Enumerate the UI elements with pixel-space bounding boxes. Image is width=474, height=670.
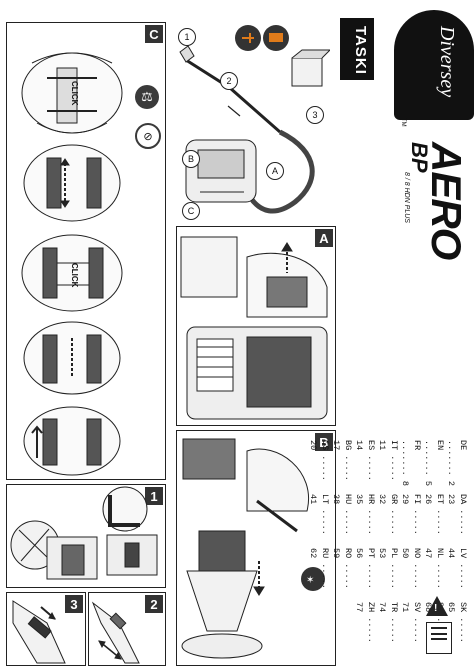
no-pregnant-icon: ⊘ — [135, 123, 161, 149]
language-index: DE ....... 2 EN ....... 5 FR ....... 8 I… — [309, 440, 469, 650]
callout-b: B — [182, 150, 200, 168]
callout-2: 2 — [220, 72, 238, 90]
language-entry: SV ..... 71 — [400, 602, 423, 643]
panel-c: C — [6, 22, 166, 480]
panel-step3: 3 — [6, 592, 86, 666]
vacuum-overview-illustration — [179, 25, 330, 214]
battery-insert-illustration — [10, 486, 158, 580]
language-column-3: LV ..... 44 NL ..... 47 NO ..... 50 PL .… — [307, 548, 469, 598]
panel-a: A — [176, 226, 336, 426]
language-entry: TR ..... 74 — [377, 602, 400, 643]
click-label-2: CLICK — [70, 263, 79, 288]
language-column-1: DE ....... 2 EN ....... 5 FR ....... 8 I… — [307, 440, 469, 490]
language-entry: RO ..... 59 — [331, 548, 354, 589]
warning-icon-mark: ! — [434, 603, 438, 614]
warning-icon — [426, 596, 448, 616]
language-entry: CS ..... 20 — [308, 440, 331, 481]
overview-diagram: 1 2 3 A B C — [170, 22, 330, 222]
panel-step1: 1 — [6, 484, 166, 588]
taski-logo — [340, 18, 374, 80]
callout-a: A — [266, 162, 284, 180]
diversey-logo — [394, 10, 474, 120]
panel-step2: 2 — [88, 592, 166, 666]
taski-logo-text: TASKI — [352, 26, 369, 75]
language-entry: RU ..... 62 — [308, 548, 331, 589]
language-entry: LV ..... 44 — [446, 548, 469, 589]
language-entry: NL ..... 47 — [423, 548, 446, 589]
language-entry: DA ..... 23 — [446, 494, 469, 535]
user-weight-icon: ⚖ — [135, 85, 159, 109]
filter-cleaning-illustration: ✶ — [181, 438, 325, 659]
language-entry: ET ..... 26 — [423, 494, 446, 535]
read-manual-icon — [426, 622, 452, 654]
product-variant: BP — [407, 142, 432, 173]
callout-1: 1 — [178, 28, 196, 46]
language-entry: NO ..... 50 — [400, 548, 423, 589]
language-entry: FI ..... 29 — [400, 494, 423, 535]
svg-text:✶: ✶ — [306, 575, 314, 586]
hose-connect-illustration — [12, 600, 66, 664]
language-entry: BG ..... 17 — [331, 440, 354, 481]
language-entry: EN ....... 5 — [423, 440, 446, 486]
language-entry: IT ..... 11 — [377, 440, 400, 481]
tube-adjust-illustration — [91, 601, 140, 664]
language-entry: PT ..... 56 — [354, 548, 377, 589]
language-entry: HR ..... 35 — [354, 494, 377, 535]
language-entry: HU ..... 38 — [331, 494, 354, 535]
language-entry: FR ....... 8 — [400, 440, 423, 486]
panel-step3-tag: 3 — [65, 595, 83, 613]
language-column-2: DA ..... 23 ET ..... 26 FI ..... 29 GR .… — [307, 494, 469, 544]
panel-b: B ✶ — [176, 430, 336, 666]
panel-c-tag: C — [145, 25, 163, 43]
language-entry: ES ..... 14 — [354, 440, 377, 481]
panel-step2-tag: 2 — [145, 595, 163, 613]
language-entry: PL ..... 53 — [377, 548, 400, 589]
panel-a-tag: A — [315, 229, 333, 247]
callout-c: C — [182, 202, 200, 220]
trademark-mark: TM — [400, 118, 406, 127]
panel-step1-tag: 1 — [145, 487, 163, 505]
language-entry: ZH ..... 77 — [354, 602, 377, 643]
language-entry: LT ..... 41 — [308, 494, 331, 535]
product-models: 8 / 8 HDN PLUS — [403, 172, 410, 223]
click-label-1: CLICK — [70, 81, 79, 106]
callout-3: 3 — [306, 106, 324, 124]
filter-bag-illustration — [180, 236, 328, 420]
diversey-logo-text: Diversey — [436, 26, 458, 98]
language-entry: GR ..... 32 — [377, 494, 400, 535]
panel-b-tag: B — [315, 433, 333, 451]
language-entry: DE ....... 2 — [446, 440, 469, 486]
brand-strip: TASKI Diversey TM AERO BP 8 / 8 HDN PLUS… — [309, 0, 474, 670]
harness-fitting-illustration — [21, 52, 123, 476]
